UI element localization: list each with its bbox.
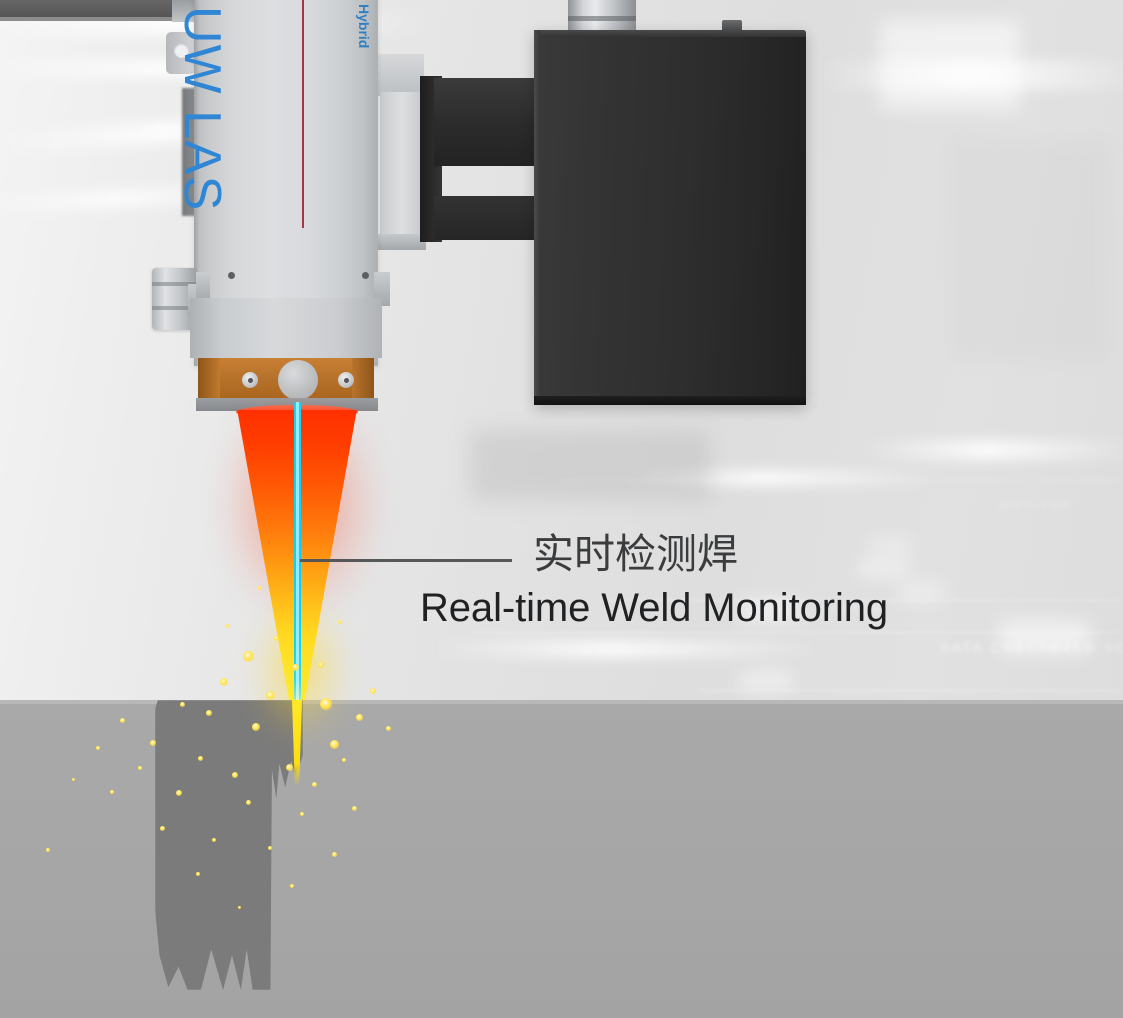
nozzle-lens	[278, 360, 318, 400]
brand-label: UW LAS	[173, 6, 231, 212]
head-screw-dot	[362, 272, 369, 279]
head-side-slot	[182, 88, 196, 216]
gantry-rail	[0, 0, 195, 18]
callout-label-english: Real-time Weld Monitoring	[420, 586, 889, 630]
workpiece-highlight	[0, 700, 1123, 704]
head-side-connector-band	[152, 282, 196, 286]
welding-head-lower-block	[190, 298, 382, 358]
gantry-rail-edge	[0, 17, 195, 21]
nozzle-right-facet	[352, 358, 374, 400]
brand-sub-label: Hybrid	[356, 4, 372, 49]
camera-module-top-bevel	[534, 30, 806, 37]
callout-leader-line	[300, 559, 512, 562]
sensor-mount-plate-upper	[376, 54, 424, 96]
head-mount-hole	[174, 43, 189, 58]
head-mount-lug	[172, 0, 198, 22]
sensor-cable-gland-ring	[568, 16, 636, 21]
nozzle-left-facet	[198, 358, 220, 400]
camera-module-left-bevel	[534, 30, 540, 405]
nozzle-bolt	[242, 372, 258, 388]
camera-module-bottom-bevel	[534, 396, 806, 405]
background-line	[470, 632, 1120, 633]
sensor-neck-upper	[434, 78, 536, 166]
head-right-tab	[374, 272, 390, 306]
laser-beam-core-highlight	[296, 402, 299, 700]
background-line	[600, 600, 1120, 601]
welding-head-left-edge	[194, 0, 200, 366]
head-side-connector-band	[152, 306, 196, 310]
nozzle-bolt	[338, 372, 354, 388]
brand-divider-rule	[302, 0, 304, 228]
sensor-neck-lower	[434, 196, 536, 240]
laser-beam-penetration	[291, 698, 303, 786]
background-line	[700, 690, 1120, 691]
callout-label-chinese: 实时检测焊	[533, 530, 738, 578]
sensor-mount-rail	[376, 234, 426, 250]
camera-module-connector	[722, 20, 742, 34]
camera-sensor-module	[534, 30, 806, 405]
background-line	[560, 480, 1120, 481]
head-screw-dot	[228, 272, 235, 279]
head-left-tab	[196, 272, 210, 302]
